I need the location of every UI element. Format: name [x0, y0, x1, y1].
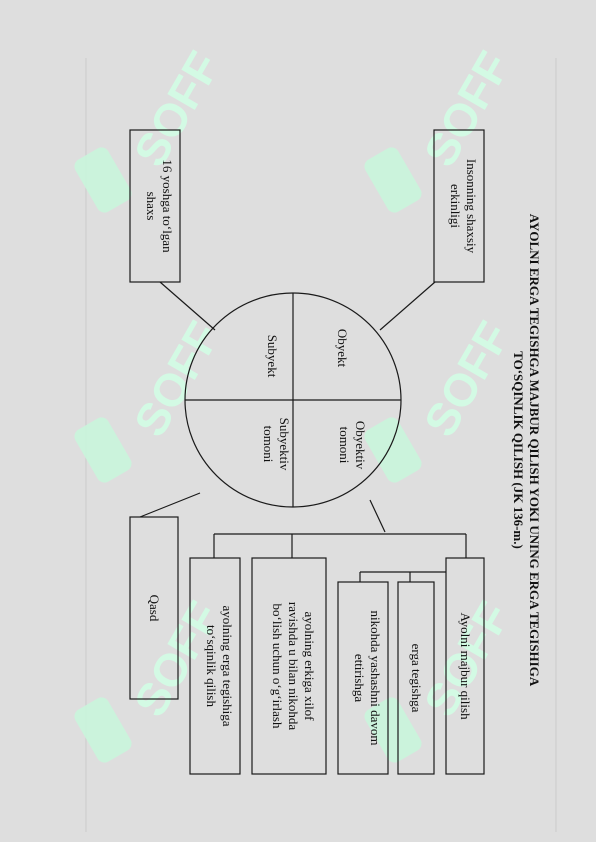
title-line-1: AYOLNI ERGA TEGISHGA MAJBUR QILISH YOKI … [527, 214, 542, 687]
subyekt-label: Subyekt [265, 335, 280, 378]
svg-text:ravishda u bilan nikohda: ravishda u bilan nikohda [286, 602, 301, 730]
svg-text:erkinligi: erkinligi [448, 184, 463, 228]
box-nikohda-yashash: nikohda yashashni davom ettirishga [337, 581, 389, 775]
box-tosqinlik: ayolning erga tegishiga to‘sqinlik qilis… [189, 557, 241, 775]
svg-text:ayolning erga tegishiga: ayolning erga tegishiga [220, 605, 235, 726]
svg-text:erga tegishga: erga tegishga [409, 644, 424, 713]
watermark-logo [74, 697, 132, 763]
watermark-logo [364, 147, 422, 213]
watermark-logo [74, 417, 132, 483]
watermark-text: SOFF [124, 43, 230, 175]
watermark-text: SOFF [414, 43, 520, 175]
svg-text:Qasd: Qasd [147, 595, 162, 622]
box-ogirlash: ayolning erkiga xilof ravishda u bilan n… [251, 557, 327, 775]
connectors [139, 281, 467, 582]
elements-circle [184, 292, 402, 508]
watermark-text: SOFF [414, 313, 520, 445]
box-qasd: Qasd [129, 516, 179, 700]
watermark-logo [74, 147, 132, 213]
svg-text:to‘sqinlik qilish: to‘sqinlik qilish [204, 625, 219, 707]
svg-text:Insonning shaxsiy: Insonning shaxsiy [464, 159, 479, 254]
svg-text:16 yoshga to‘lgan: 16 yoshga to‘lgan [160, 159, 175, 253]
box-16-yoshga: 16 yoshga to‘lgan shaxs [129, 129, 181, 283]
svg-text:bo‘lish uchun o‘g‘irlash: bo‘lish uchun o‘g‘irlash [270, 604, 285, 729]
obyektiv-label-2: tomoni [337, 427, 352, 464]
diagram-title: AYOLNI ERGA TEGISHGA MAJBUR QILISH YOKI … [511, 214, 542, 687]
obyektiv-label-1: Obyektiv [353, 421, 368, 470]
svg-text:nikohda yashashni davom: nikohda yashashni davom [368, 610, 383, 745]
box-shaxsiy-erkinlik: Insonning shaxsiy erkinligi [433, 129, 485, 283]
box-ayolni-majbur: Ayolni majbur qilish [445, 557, 485, 775]
subyektiv-label-1: Subyektiv [277, 418, 292, 471]
title-line-2: TO‘SQINLIK QILISH (JK 136-m.) [511, 351, 526, 549]
svg-text:ettirishga: ettirishga [352, 654, 367, 703]
watermark-logo [364, 697, 422, 763]
obyekt-label: Obyekt [335, 329, 350, 368]
svg-text:shaxs: shaxs [144, 192, 159, 221]
watermark-text: SOFF [124, 313, 230, 445]
watermark-logo [364, 417, 422, 483]
svg-text:Ayolni majbur qilish: Ayolni majbur qilish [458, 612, 473, 720]
svg-text:ayolning erkiga xilof: ayolning erkiga xilof [302, 611, 317, 721]
box-erga-tegishga: erga tegishga [397, 581, 435, 775]
subyektiv-label-2: tomoni [261, 426, 276, 463]
